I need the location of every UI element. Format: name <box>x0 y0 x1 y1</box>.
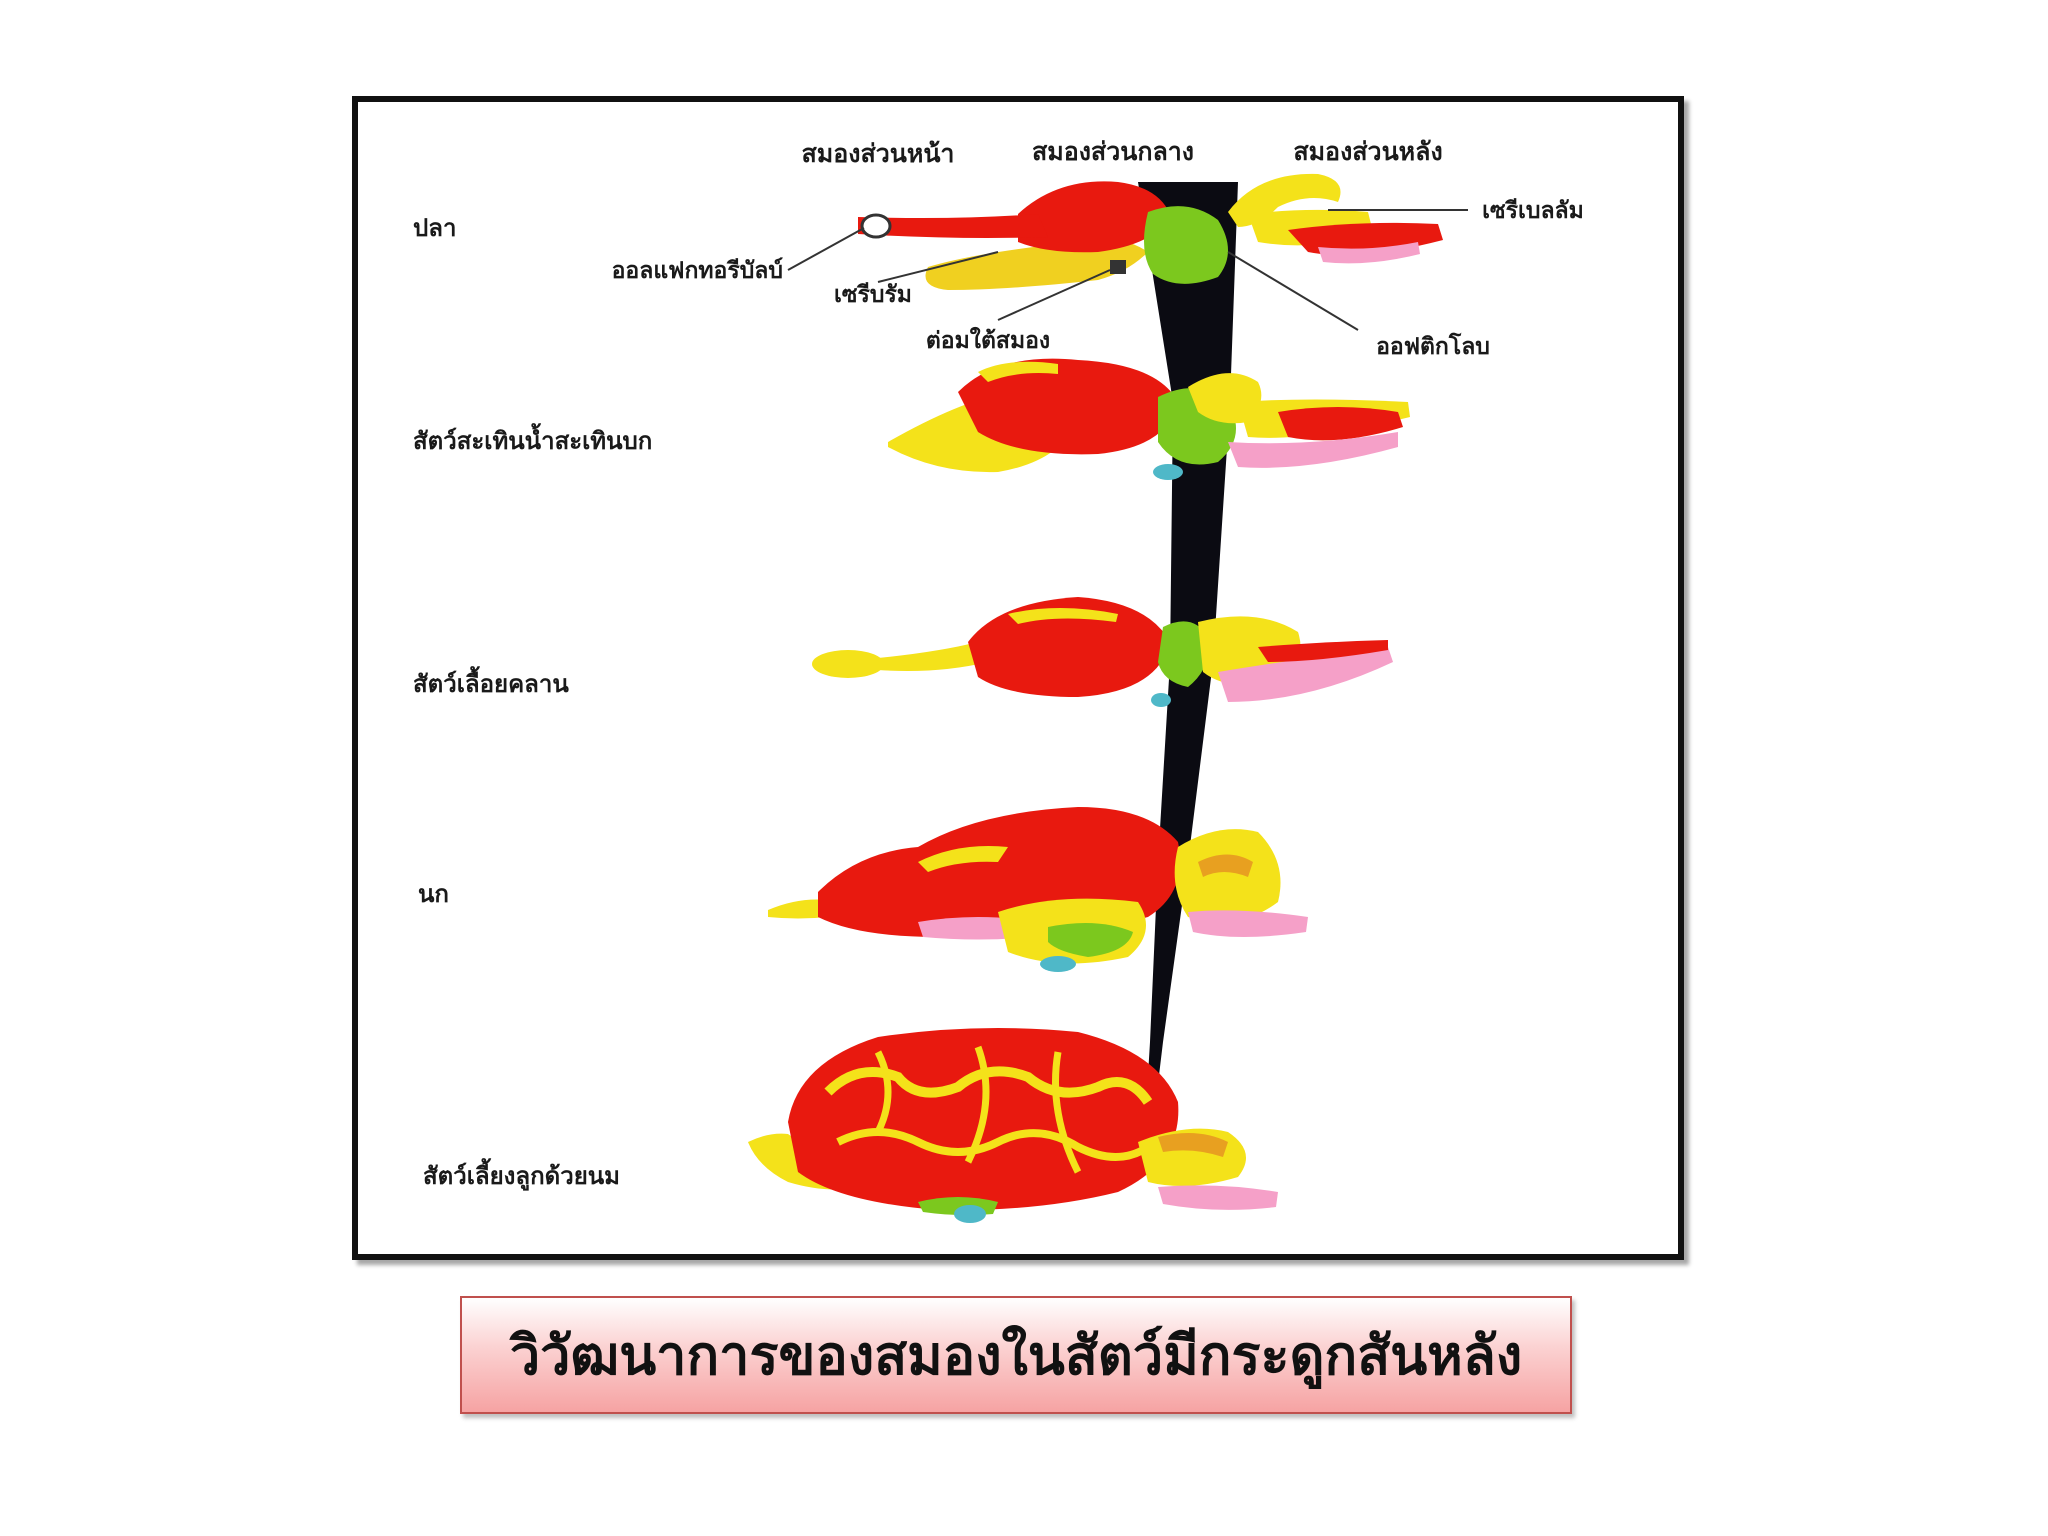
brain-evolution-diagram: สมองส่วนหน้า สมองส่วนกลาง สมองส่วนหลัง <box>413 137 1584 1223</box>
header-hindbrain: สมองส่วนหลัง <box>1293 137 1442 166</box>
reptile-brain <box>812 597 1393 707</box>
label-cerebrum: เซรีบรัม <box>834 281 912 308</box>
label-pituitary: ต่อมใต้สมอง <box>926 326 1050 354</box>
header-midbrain: สมองส่วนกลาง <box>1032 137 1194 166</box>
label-olfactory-bulb: ออลแฟกทอรีบัลบ์ <box>612 257 783 284</box>
label-optic-lobe: ออฟติกโลบ <box>1376 332 1490 360</box>
class-label-amphibian: สัตว์สะเทินน้ำสะเทินบก <box>413 422 652 455</box>
leader-lines <box>787 209 1468 331</box>
caption-text: วิวัฒนาการของสมองในสัตว์มีกระดูกสันหลัง <box>509 1323 1523 1387</box>
amphibian-brain <box>888 358 1410 480</box>
class-label-fish: ปลา <box>413 213 456 242</box>
bird-brain <box>768 807 1308 972</box>
class-label-bird: นก <box>418 879 449 908</box>
header-forebrain: สมองส่วนหน้า <box>802 139 955 168</box>
figure-frame: สมองส่วนหน้า สมองส่วนกลาง สมองส่วนหลัง <box>352 96 1684 1260</box>
label-cerebellum: เซรีเบลลัม <box>1482 197 1584 224</box>
class-label-reptile: สัตว์เลื้อยคลาน <box>413 665 569 698</box>
mammal-brain <box>748 1028 1278 1223</box>
caption-box: วิวัฒนาการของสมองในสัตว์มีกระดูกสันหลัง <box>460 1296 1572 1414</box>
class-label-mammal: สัตว์เลี้ยงลูกด้วยนม <box>423 1157 620 1191</box>
